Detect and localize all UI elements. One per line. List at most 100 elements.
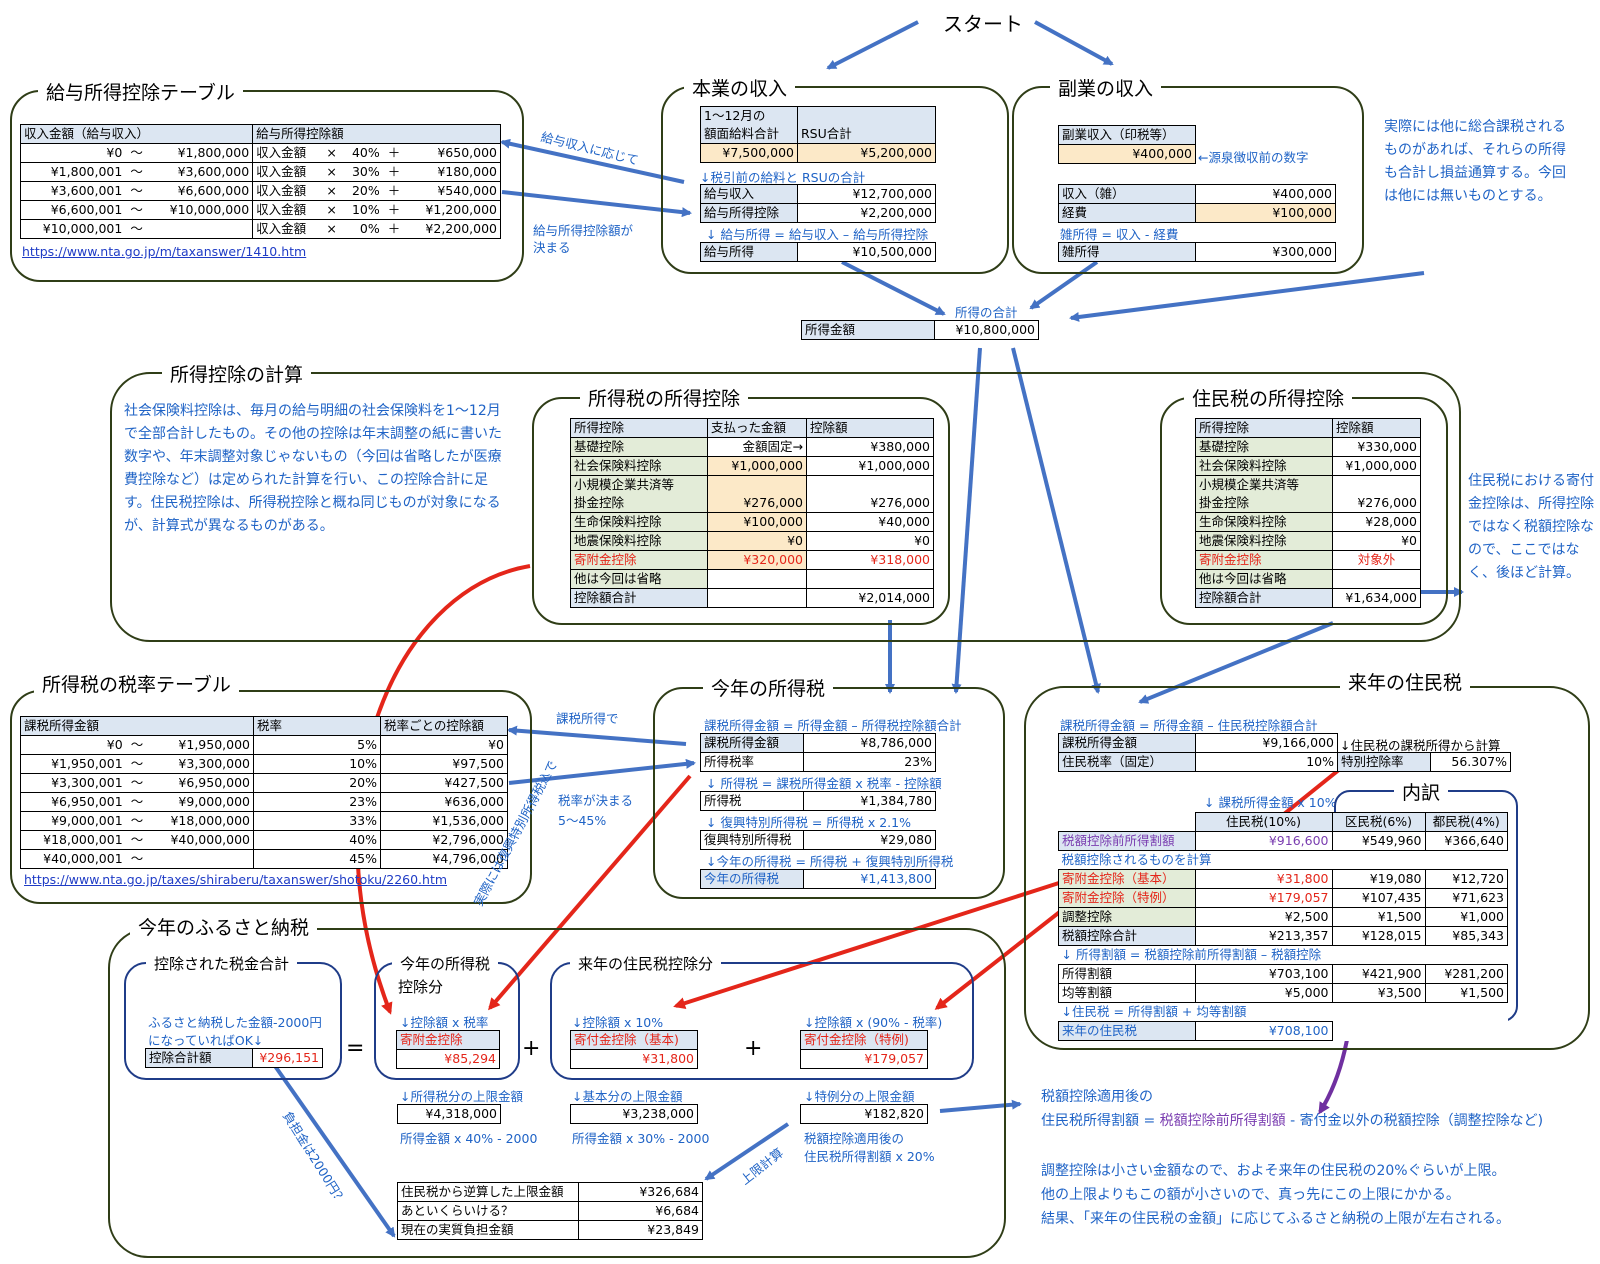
table-cell: 40% [253, 830, 381, 850]
table-cell: ¥1,000,000 [707, 456, 807, 476]
table-cell: 20% [341, 181, 383, 201]
table-row: ↓住民税 = 所得割額 + 均等割額 [1058, 1002, 1508, 1022]
table-cell: ¥1,000 [1424, 907, 1508, 927]
table-cell: ¥1,500 [1331, 907, 1426, 927]
kotoshi-note4: ↓今年の所得税 = 所得税 + 復興特別所得税 [706, 854, 954, 869]
table-cell: ¥0 [20, 143, 126, 163]
lim2-note: ↓基本分の上限金額 [572, 1089, 683, 1104]
table-cell: ¥71,623 [1424, 888, 1508, 908]
table-row: 所得割額¥703,100¥421,900¥281,200 [1058, 964, 1508, 984]
kotoshi-shotokuzei-title: 今年の所得税 [703, 674, 834, 701]
table-cell: ～ [125, 735, 149, 755]
table-cell: ～ [125, 849, 149, 869]
honbu-frame [661, 86, 1009, 274]
table-cell: ¥100,000 [1195, 203, 1336, 223]
label-zeiritsu: 税率が決まる [558, 793, 634, 808]
rainen-note2: ↓ 課税所得金額 x 10% [1204, 795, 1337, 810]
arrow-other-total [1069, 271, 1425, 322]
table-cell: ¥320,000 [707, 550, 807, 570]
table-cell: 小規模企業共済等 [1195, 475, 1333, 494]
fukugyo-table-mid: 収入（雑）¥400,000 経費¥100,000 [1058, 184, 1336, 223]
table-cell: ～ [125, 143, 148, 163]
table-cell [148, 849, 255, 869]
table-cell: ¥6,950,001 [19, 792, 126, 812]
table-cell: ¥0 [806, 531, 934, 551]
table-cell: 寄附金控除 [396, 1030, 500, 1050]
table-cell: ¥10,800,000 [934, 320, 1039, 340]
table-cell: 復興特別所得税 [700, 830, 804, 850]
honbu-note2: ↓ 給与所得 = 給与収入 – 給与所得控除 [706, 227, 929, 242]
table-row: 控除合計額¥296,151 [145, 1048, 323, 1068]
table-cell: × [321, 143, 342, 163]
table-row: 今年の所得税¥1,413,800 [700, 869, 936, 889]
table-cell: 税率 [253, 716, 381, 736]
table-cell: ¥23,849 [578, 1220, 703, 1240]
table-cell: ¥0 [380, 735, 508, 755]
table-row: 寄附金控除対象外 [1195, 550, 1421, 570]
table-row: 住民税(10%)区民税(6%)都民税(4%) [1059, 812, 1508, 832]
table-cell: 控除額合計 [570, 588, 708, 608]
table-row: 税額控除されるものを計算 [1058, 850, 1508, 870]
table-cell [1332, 1022, 1425, 1041]
table-cell [806, 569, 934, 589]
table-cell: ¥213,357 [1194, 926, 1333, 946]
furusato-title: 今年のふるさと納税 [130, 913, 318, 940]
table-cell: 都民税(4%) [1424, 812, 1508, 832]
table-row: ¥40,000,001～45%¥4,796,000 [19, 849, 508, 869]
table-cell: 収入金額 [252, 143, 322, 163]
table-cell: ～ [125, 792, 149, 812]
zeiritsu-table-link[interactable]: https://www.nta.go.jp/taxes/shiraberu/ta… [24, 872, 448, 887]
furusato-sub3a-note: ↓控除額 x 10% [572, 1015, 664, 1030]
table-cell: ¥4,796,000 [380, 849, 508, 869]
table-cell: 税額控除合計 [1058, 926, 1196, 946]
side-note: 実際には他に総合課税されるものがあれば、それらの所得も合計し損益通算する。今回は… [1384, 119, 1566, 204]
table-row: 社会保険料控除¥1,000,000 [1195, 456, 1421, 476]
table-row: 小規模企業共済等 [570, 475, 934, 494]
lim2-formula: 所得金額 x 30% - 2000 [572, 1131, 710, 1146]
furusato-sub1-table: 控除合計額¥296,151 [145, 1048, 323, 1068]
table-cell: ～ [125, 219, 148, 239]
table-cell: 住民税率（固定） [1058, 752, 1196, 772]
table-cell: ～ [125, 773, 149, 793]
table-cell: ¥4,318,000 [397, 1104, 501, 1124]
fukugyo-frame [1012, 86, 1364, 274]
table-cell: ¥85,294 [396, 1049, 500, 1069]
table-row: 課税所得金額税率税率ごとの控除額 [20, 716, 508, 736]
table-cell [707, 569, 807, 589]
table-row: ¥4,318,000 [397, 1104, 501, 1124]
table-cell: 経費 [1058, 203, 1196, 223]
table-cell: 1～12月の [700, 106, 798, 125]
table-cell: 所得割額 [1058, 964, 1196, 984]
table-cell [147, 219, 254, 239]
table-cell: × [321, 219, 342, 239]
table-cell: 均等割額 [1058, 983, 1196, 1003]
table-row: 調整控除¥2,500¥1,500¥1,000 [1058, 907, 1508, 927]
kyuyo-table-link[interactable]: https://www.nta.go.jp/m/taxanswer/1410.h… [22, 244, 307, 259]
table-cell [1425, 1022, 1508, 1041]
table-cell [1332, 475, 1421, 494]
table-cell: ～ [125, 181, 148, 201]
kotoshi-note2: ↓ 所得税 = 課税所得金額 x 税率 - 控除額 [706, 776, 942, 791]
table-row: 所得控除支払った金額控除額 [570, 418, 934, 438]
table-row: 地震保険料控除¥0¥0 [570, 531, 934, 551]
table-row: 掛金控除¥276,000¥276,000 [570, 494, 934, 513]
table-cell: ¥1,500 [1424, 983, 1508, 1003]
table-cell: 地震保険料控除 [570, 531, 708, 551]
table-row: 税額控除前所得割額¥916,600¥549,960¥366,640 [1058, 831, 1508, 851]
table-cell: 控除額 [1332, 418, 1421, 438]
table-cell: ＋ [382, 200, 406, 220]
table-row: 所得控除控除額 [1195, 418, 1421, 438]
bottom-note-l2a: 住民税所得割額 = [1041, 1113, 1160, 1129]
table-cell: 23% [253, 792, 381, 812]
table-cell: 寄附金控除（特例） [1058, 888, 1196, 908]
table-cell: ↓ 所得割額 = 税額控除前所得割額 – 税額控除 [1058, 945, 1332, 965]
table-cell: 金額固定→ [707, 437, 807, 457]
table-cell: ¥650,000 [405, 143, 502, 163]
table-cell: ¥1,800,000 [147, 143, 254, 163]
fukugyo-title: 副業の収入 [1050, 74, 1162, 101]
kotoshi-note3: ↓ 復興特別所得税 = 所得税 x 2.1% [706, 815, 911, 830]
table-row: 寄付金控除（基本) [570, 1030, 698, 1050]
table-cell: ～ [125, 754, 149, 774]
